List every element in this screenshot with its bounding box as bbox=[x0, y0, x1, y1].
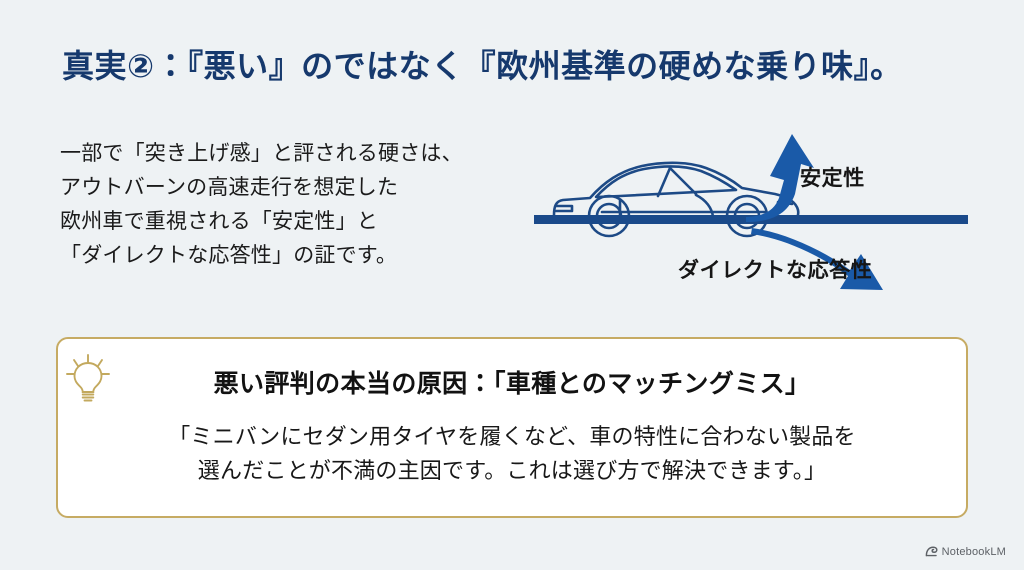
arrow-label-stability: 安定性 bbox=[800, 167, 865, 190]
body-paragraph: 一部で「突き上げ感」と評される硬さは、 アウトバーンの高速走行を想定した 欧州車… bbox=[60, 137, 530, 273]
callout-box bbox=[56, 337, 968, 518]
up-arrow-icon bbox=[746, 134, 814, 222]
watermark-label: NotebookLM bbox=[941, 545, 1006, 558]
body-line-4: 「ダイレクトな応答性」の証です。 bbox=[60, 244, 398, 268]
arrow-label-response: ダイレクトな応答性 bbox=[678, 259, 873, 282]
body-line-3: 欧州車で重視される「安定性」と bbox=[60, 210, 378, 234]
callout-quote-line-2: 選んだことが不満の主因です。これは選び方で解決できます。」 bbox=[197, 458, 827, 484]
down-arrow-icon bbox=[751, 228, 883, 290]
callout-heading: 悪い評判の本当の原因：「車種とのマッチングミス」 bbox=[213, 370, 811, 398]
notebooklm-logo-icon bbox=[925, 545, 938, 558]
body-line-2: アウトバーンの高速走行を想定した bbox=[60, 176, 399, 200]
body-line-1: 一部で「突き上げ感」と評される硬さは、 bbox=[60, 142, 463, 165]
watermark: NotebookLM bbox=[925, 545, 1006, 558]
lightbulb-icon bbox=[64, 352, 112, 404]
car-side-outline-icon bbox=[552, 161, 800, 238]
illustration-group bbox=[520, 118, 990, 303]
callout-quote: 「ミニバンにセダン用タイヤを履くなど、車の特性に合わない製品を 選んだことが不満… bbox=[56, 420, 968, 488]
page-title: 真実②：『悪い』のではなく『欧州基準の硬めな乗り味』。 bbox=[62, 48, 903, 84]
callout-quote-line-1: 「ミニバンにセダン用タイヤを履くなど、車の特性に合わない製品を bbox=[168, 424, 856, 449]
